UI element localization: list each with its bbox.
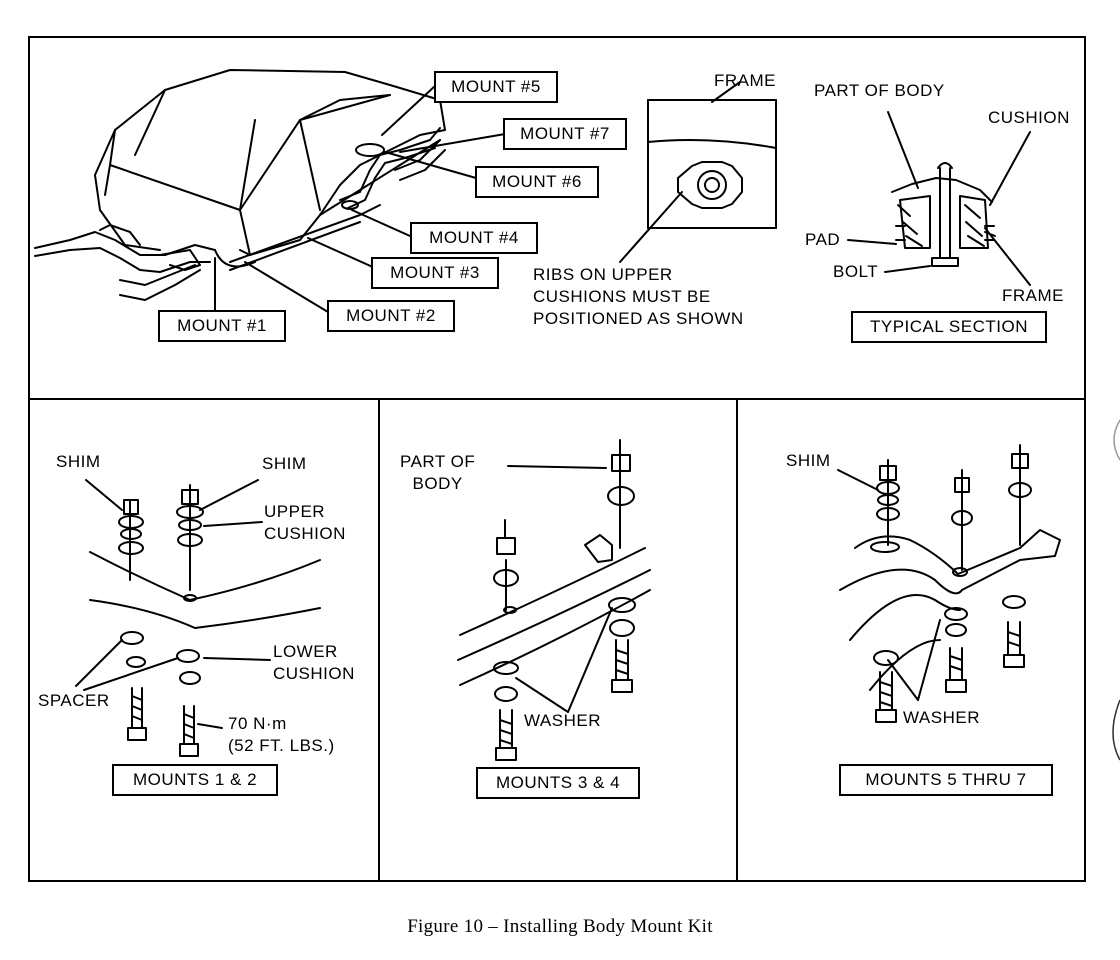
label-mount-1: MOUNT #1 xyxy=(158,310,286,342)
label-upper-cushion: UPPER CUSHION xyxy=(264,502,346,543)
label-pad: PAD xyxy=(805,230,841,249)
label-frame-section: FRAME xyxy=(1002,286,1064,305)
label-lower-cushion: LOWER CUSHION xyxy=(273,642,355,683)
mounts-5-7-illustration xyxy=(837,444,1061,723)
label-mount-5: MOUNT #5 xyxy=(434,71,558,103)
label-mount-2: MOUNT #2 xyxy=(327,300,455,332)
mounts-3-4-illustration xyxy=(457,439,651,761)
label-washer-34: WASHER xyxy=(524,711,601,730)
mount-leaders xyxy=(214,85,506,319)
label-mount-3: MOUNT #3 xyxy=(371,257,499,289)
label-mounts-3-4: MOUNTS 3 & 4 xyxy=(476,767,640,799)
label-shim-57: SHIM xyxy=(786,451,831,470)
label-part-of-body: PART OF BODY xyxy=(814,81,945,100)
label-mounts-1-2: MOUNTS 1 & 2 xyxy=(112,764,278,796)
label-typical-section: TYPICAL SECTION xyxy=(851,311,1047,343)
label-mount-6: MOUNT #6 xyxy=(475,166,599,198)
label-torque: 70 N·m (52 FT. LBS.) xyxy=(228,714,335,755)
label-bolt: BOLT xyxy=(833,262,879,281)
label-spacer: SPACER xyxy=(38,691,110,710)
label-washer-57: WASHER xyxy=(903,708,980,727)
typical-section-illustration xyxy=(847,111,1031,286)
label-cushion: CUSHION xyxy=(988,108,1070,127)
label-mount-7: MOUNT #7 xyxy=(503,118,627,150)
figure-caption: Figure 10 – Installing Body Mount Kit xyxy=(407,916,713,937)
label-part-of-body-34: PART OF BODY xyxy=(400,452,476,493)
label-shim-left: SHIM xyxy=(56,452,101,471)
car-body-illustration xyxy=(34,69,446,301)
label-frame-detail: FRAME xyxy=(714,71,776,90)
panel-mounts-5-7 xyxy=(736,398,1086,882)
label-mounts-5-7: MOUNTS 5 THRU 7 xyxy=(839,764,1053,796)
label-shim-right: SHIM xyxy=(262,454,307,473)
label-mount-4: MOUNT #4 xyxy=(410,222,538,254)
label-ribs-note: RIBS ON UPPER CUSHIONS MUST BE POSITIONE… xyxy=(533,265,744,328)
scan-edge-artifact xyxy=(1112,419,1120,761)
frame-detail-illustration xyxy=(619,81,777,263)
mounts-1-2-illustration xyxy=(75,479,321,757)
